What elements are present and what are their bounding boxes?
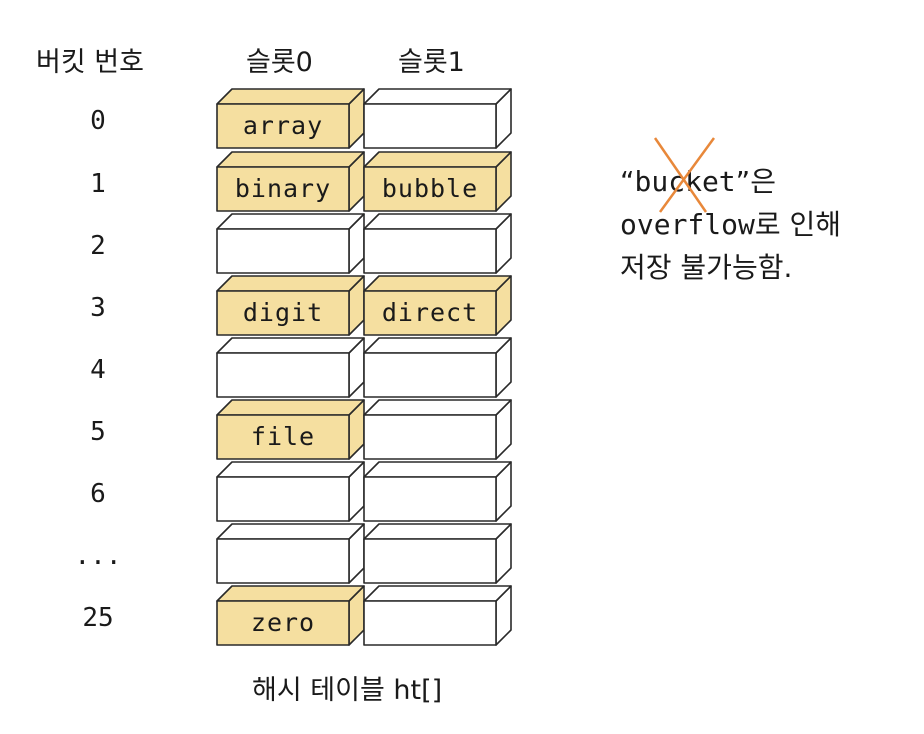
bucket-number: ... — [74, 541, 122, 571]
cell-slot0-row-8-top — [216, 585, 365, 602]
note-line-1: “bucket”은 — [620, 160, 776, 200]
cell-slot0-row-2-front — [216, 228, 350, 274]
note-overflow-word: overflow — [620, 208, 755, 241]
bucket-number: 6 — [90, 479, 106, 509]
cell-slot0-row-2-top — [216, 213, 365, 230]
cell-slot1-row-3-key: direct — [382, 298, 478, 327]
cell-slot0-row-7-top — [216, 523, 365, 540]
note-line2-suffix: 로 인해 — [754, 208, 842, 241]
open-quote: “ — [620, 165, 635, 198]
cell-slot0-row-1-key: binary — [235, 174, 331, 203]
cell-slot0-row-6-top — [216, 461, 365, 478]
cell-slot1-row-7-front — [363, 538, 497, 584]
cell-slot0-row-3-key: digit — [243, 298, 323, 327]
hash-table-caption: 해시 테이블 ht[] — [252, 675, 443, 706]
cell-slot0-row-4-top — [216, 337, 365, 354]
cell-slot0-row-7-front — [216, 538, 350, 584]
slot1-header: 슬롯1 — [398, 47, 465, 78]
cell-slot1-row-2-top — [363, 213, 512, 230]
cell-slot1-row-5-top — [363, 399, 512, 416]
cell-slot0-row-0-key: array — [243, 111, 323, 140]
cell-slot0-row-5-key: file — [251, 422, 315, 451]
cell-slot0-row-0-front — [216, 103, 350, 149]
cell-slot0-row-1-front — [216, 166, 350, 212]
cell-slot0-row-0-top — [216, 88, 365, 105]
bucket-number: 25 — [82, 603, 114, 633]
note-line-3: 저장 불가능함. — [620, 251, 793, 284]
note-line1-suffix: 은 — [750, 165, 776, 198]
cell-slot0-row-5-front — [216, 414, 350, 460]
cell-slot1-row-6-front — [363, 476, 497, 522]
bucket-number: 2 — [90, 231, 106, 261]
cell-slot1-row-3-front — [363, 290, 497, 336]
cell-slot1-row-8-top — [363, 585, 512, 602]
cell-slot1-row-1-front — [363, 166, 497, 212]
cell-slot1-row-7-top — [363, 523, 512, 540]
cell-slot1-row-2-front — [363, 228, 497, 274]
bucket-number: 0 — [90, 106, 106, 136]
cell-slot0-row-3-front — [216, 290, 350, 336]
cell-slot1-row-1-top — [363, 151, 512, 168]
cell-slot1-row-4-top — [363, 337, 512, 354]
close-quote: ” — [735, 165, 751, 198]
cell-slot0-row-8-front — [216, 600, 350, 646]
cell-slot1-row-5-front — [363, 414, 497, 460]
bucket-number: 4 — [90, 355, 106, 385]
cell-slot1-row-1-key: bubble — [382, 174, 478, 203]
cell-slot1-row-0-front — [363, 103, 497, 149]
cell-slot1-row-8-front — [363, 600, 497, 646]
bucket-number-header: 버킷 번호 — [36, 47, 144, 78]
cell-slot0-row-6-front — [216, 476, 350, 522]
slot0-header: 슬롯0 — [246, 47, 313, 78]
cell-slot0-row-1-top — [216, 151, 365, 168]
cell-slot0-row-8-key: zero — [251, 608, 315, 637]
cell-slot0-row-3-top — [216, 275, 365, 292]
note-line-2: overflow로 인해 — [620, 203, 841, 243]
cell-slot1-row-0-top — [363, 88, 512, 105]
cell-slot1-row-6-top — [363, 461, 512, 478]
cell-slot0-row-5-top — [216, 399, 365, 416]
cell-slot1-row-3-top — [363, 275, 512, 292]
note-bucket-word: bucket — [634, 165, 736, 198]
cell-slot0-row-4-front — [216, 352, 350, 398]
bucket-number: 3 — [90, 293, 106, 323]
cell-slot1-row-4-front — [363, 352, 497, 398]
bucket-number: 1 — [90, 169, 106, 199]
bucket-number: 5 — [90, 417, 106, 447]
